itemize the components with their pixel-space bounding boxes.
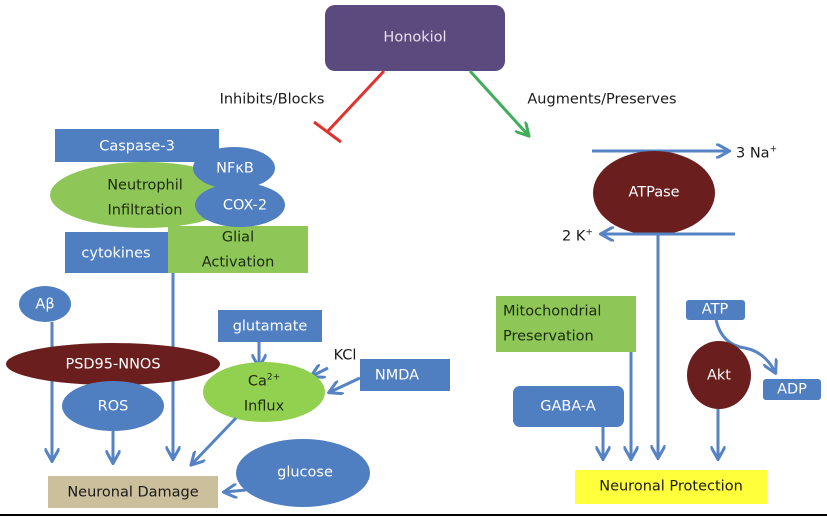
mito-label-line2: Preservation bbox=[503, 328, 594, 345]
neuronal-damage-label: Neuronal Damage bbox=[67, 484, 199, 501]
ros-label: ROS bbox=[97, 398, 129, 415]
calcium-charge: 2+ bbox=[266, 372, 281, 383]
neuronal-protection-label: Neuronal Protection bbox=[599, 478, 743, 495]
atpase-label: ATPase bbox=[628, 184, 680, 201]
augment-label: Augments/Preserves bbox=[527, 91, 677, 108]
glucose-node bbox=[236, 439, 370, 507]
mito-label-line1: Mitochondrial bbox=[503, 303, 602, 320]
nmda-label: NMDA bbox=[374, 367, 420, 384]
atpase-node bbox=[593, 151, 715, 235]
glial-label-line2: Activation bbox=[201, 254, 275, 271]
neutrophil-infiltration-node bbox=[50, 162, 240, 228]
calcium-to-damage-arrow bbox=[192, 416, 238, 464]
calcium-base: Ca bbox=[247, 373, 267, 390]
sodium-charge: + bbox=[769, 144, 778, 155]
cytokines-label: cytokines bbox=[81, 245, 151, 262]
adp-node bbox=[763, 379, 821, 400]
gaba-a-node bbox=[513, 386, 624, 427]
glucose-label: glucose bbox=[277, 464, 333, 481]
kcl-to-calcium-arrow bbox=[312, 368, 329, 376]
inhibit-label: Inhibits/Blocks bbox=[219, 91, 325, 108]
cox2-label: COX-2 bbox=[222, 197, 268, 214]
mitochondrial-preservation-node bbox=[496, 296, 636, 352]
honokiol-node bbox=[325, 5, 505, 71]
caspase-3-label: Caspase-3 bbox=[99, 138, 175, 155]
atp-to-adp-arrow bbox=[714, 319, 775, 372]
neutrophil-label-line2: Infiltration bbox=[107, 202, 183, 219]
neutrophil-label-line1: Neutrophil bbox=[107, 177, 183, 194]
glial-activation-node bbox=[168, 226, 308, 273]
kcl-label: KCl bbox=[333, 347, 357, 364]
ros-node bbox=[62, 381, 164, 431]
honokiol-label: Honokiol bbox=[383, 29, 447, 46]
abeta-node bbox=[19, 286, 71, 322]
cytokines-node bbox=[65, 232, 168, 273]
glutamate-label: glutamate bbox=[232, 318, 308, 335]
nfkb-node bbox=[193, 147, 275, 189]
calcium-influx-node bbox=[203, 362, 325, 422]
nmda-node bbox=[360, 359, 450, 391]
potassium-charge: + bbox=[585, 227, 593, 238]
glutamate-node bbox=[218, 310, 322, 342]
neuronal-damage-node bbox=[48, 476, 218, 508]
cox2-node bbox=[195, 183, 285, 227]
psd95-nnos-node bbox=[6, 343, 220, 385]
nfkb-label: NFκB bbox=[216, 160, 254, 177]
caspase-3-node bbox=[55, 129, 219, 162]
potassium-label: 2 K+ bbox=[562, 228, 593, 245]
gaba-a-label: GABA-A bbox=[540, 398, 596, 415]
atp-node bbox=[686, 300, 745, 320]
calcium-label: Ca2+ bbox=[248, 373, 280, 390]
influx-label: Influx bbox=[243, 398, 285, 415]
atp-label: ATP bbox=[701, 301, 729, 318]
sodium-label: 3 Na+ bbox=[736, 145, 777, 162]
nmda-to-calcium-arrow bbox=[330, 376, 361, 392]
inhibit-line bbox=[326, 69, 386, 133]
psd95-nnos-label: PSD95-NNOS bbox=[65, 356, 161, 373]
inhibit-bar bbox=[313, 120, 342, 144]
akt-label: Akt bbox=[706, 367, 732, 384]
glucose-to-damage-arrow bbox=[225, 490, 247, 492]
potassium-count: 2 K bbox=[562, 228, 586, 245]
akt-node bbox=[687, 341, 751, 409]
sodium-count: 3 Na bbox=[736, 145, 770, 162]
glial-label-line1: Glial bbox=[221, 229, 255, 246]
adp-label: ADP bbox=[777, 381, 807, 398]
abeta-label: Aβ bbox=[35, 296, 55, 313]
neuronal-protection-node bbox=[575, 470, 767, 504]
augment-arrow bbox=[468, 69, 528, 135]
